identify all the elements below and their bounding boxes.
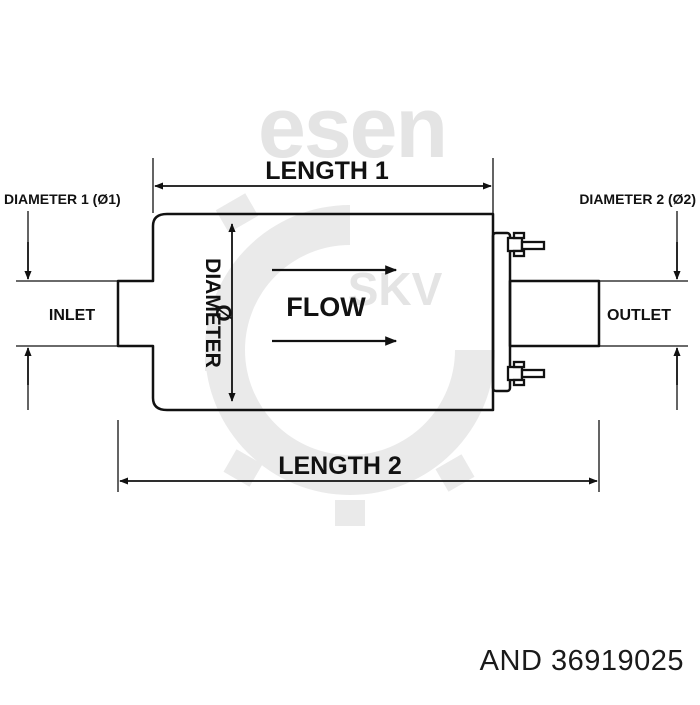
diameter1-label: DIAMETER 1 (Ø1)	[4, 191, 121, 207]
watermark: esen SKV	[205, 80, 495, 526]
extension-lines	[16, 158, 688, 492]
inlet-label: INLET	[49, 307, 95, 324]
diameter-symbol-label: Ø	[211, 304, 236, 321]
terminal-bottom	[506, 360, 546, 387]
watermark-brand: esen	[258, 80, 446, 176]
diameter-vertical-label: DIAMETER	[201, 258, 224, 368]
pump-body	[116, 212, 601, 412]
outlet-label: OUTLET	[607, 307, 671, 324]
terminals	[506, 231, 546, 387]
part-caption: AND 36919025	[480, 645, 684, 678]
flow-arrows	[272, 265, 398, 346]
caption-brand: AND	[479, 645, 543, 677]
flow-label: FLOW	[286, 292, 366, 322]
terminal-top	[506, 231, 546, 258]
dimension-arrows	[24, 182, 681, 485]
outlet-tube	[508, 279, 601, 348]
diameter2-label: DIAMETER 2 (Ø2)	[579, 191, 696, 207]
length1-label: LENGTH 1	[265, 157, 389, 185]
caption-part-number: 36919025	[550, 645, 684, 677]
length2-label: LENGTH 2	[278, 452, 402, 480]
pump-housing	[116, 212, 495, 412]
